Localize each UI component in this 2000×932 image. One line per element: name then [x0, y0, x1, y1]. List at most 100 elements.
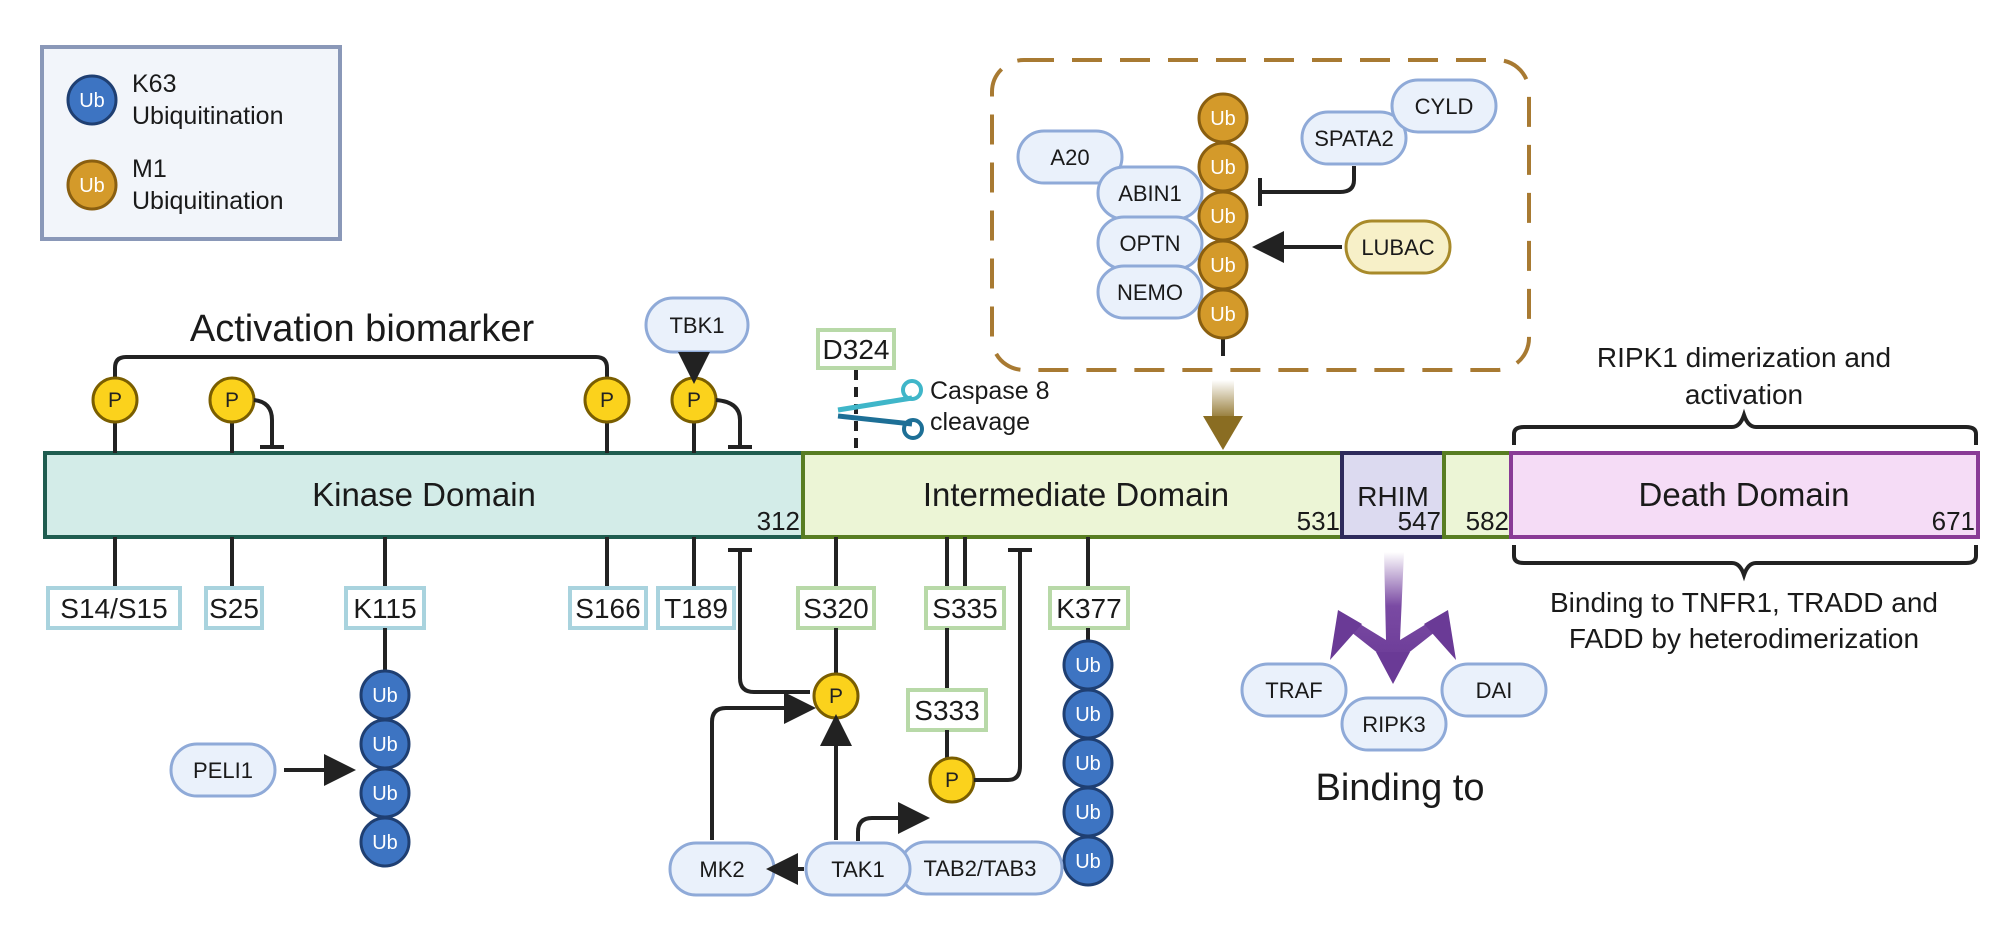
heterodimerization-label: Binding to TNFR1, TRADD and: [1550, 587, 1938, 618]
heterodimerization-label-2: FADD by heterodimerization: [1569, 623, 1919, 654]
kinase-domain: [43, 451, 805, 539]
legend-m1-symbol: Ub: [79, 175, 105, 197]
abin1-label: ABIN1: [1118, 181, 1182, 206]
scissors-icon: [837, 379, 924, 440]
ub-label: Ub: [1210, 157, 1236, 179]
ub-label: Ub: [372, 832, 398, 854]
activation-bracket: [113, 355, 609, 378]
death-domain: [1509, 451, 1980, 539]
ub-label: Ub: [1075, 851, 1101, 873]
domain-bar: Kinase Domain Intermediate Domain RHIM D…: [43, 451, 1980, 539]
s333-inhibition-line: [974, 552, 1022, 782]
dai-label: DAI: [1476, 678, 1513, 703]
a20-protein: [1016, 129, 1124, 185]
tab2-tab3-label: TAB2/TAB3: [924, 856, 1037, 881]
ub-label: Ub: [372, 734, 398, 756]
site-k377-label: K377: [1056, 593, 1121, 624]
rhim-binding-group: TRAF RIPK3 DAI Binding to: [1240, 552, 1548, 809]
dimerization-brace: [1512, 408, 1978, 445]
site-s166: [568, 586, 648, 630]
ub-label: Ub: [1210, 108, 1236, 130]
dai-protein: [1440, 662, 1548, 718]
legend-k63-label: K63: [132, 70, 176, 98]
dimerization-label: RIPK1 dimerization and: [1597, 342, 1891, 373]
boundary-582: 582: [1466, 506, 1509, 536]
traf-protein: [1240, 662, 1348, 718]
ub-label: Ub: [1210, 304, 1236, 326]
activation-biomarker-group: Activation biomarker P P P P TBK1: [91, 296, 752, 453]
bottom-sites: S14/S15 S25 K115 S166 T189 S320 S335 K37…: [46, 537, 1130, 897]
caspase-cleavage-group: D324 Caspase 8 cleavage: [816, 328, 1050, 453]
s320-inhibition-line: [738, 552, 810, 694]
peli1-protein: [169, 742, 277, 798]
boundary-531: 531: [1297, 506, 1340, 536]
site-s333: [906, 688, 988, 732]
gold-arrow-shaft: [1212, 380, 1234, 422]
m1-ubiquitin-complex-box: [990, 58, 1531, 372]
purple-arrow-head-right: [1424, 610, 1456, 660]
ub-label: Ub: [1075, 753, 1101, 775]
death-domain-notes: RIPK1 dimerization and activation Bindin…: [1512, 342, 1978, 654]
legend-m1-label: M1: [132, 155, 167, 183]
a20-label: A20: [1050, 145, 1089, 170]
site-s14-s15-label: S14/S15: [60, 593, 167, 624]
boundary-312: 312: [757, 506, 800, 536]
mk2-to-s320-arrow: [710, 692, 816, 840]
mk2-label: MK2: [699, 857, 744, 882]
purple-arrow-head-down: [1376, 652, 1410, 684]
tak1-protein: [804, 841, 912, 897]
activation-biomarker-label: Activation biomarker: [190, 308, 535, 350]
traf-label: TRAF: [1265, 678, 1322, 703]
caspase-label: Caspase 8: [930, 377, 1050, 405]
site-s14-s15: [46, 586, 182, 630]
site-s166-label: S166: [575, 593, 640, 624]
purple-branch-arrow: [1346, 552, 1440, 672]
lubac-label: LUBAC: [1361, 235, 1434, 260]
binding-to-label: Binding to: [1315, 767, 1484, 809]
boundary-547: 547: [1398, 506, 1441, 536]
cyld-label: CYLD: [1415, 94, 1474, 119]
kinase-domain-label: Kinase Domain: [312, 476, 536, 513]
spata2-inhibition-line: [1262, 166, 1356, 194]
legend: Ub K63 Ubiquitination Ub M1 Ubiquitinati…: [40, 45, 342, 241]
boundary-671: 671: [1932, 506, 1975, 536]
site-d324: [816, 328, 896, 370]
legend-k63-label-2: Ubiquitination: [132, 102, 284, 130]
tbk1-label: TBK1: [669, 313, 724, 338]
ub-label: Ub: [1075, 704, 1101, 726]
dimerization-label-2: activation: [1685, 379, 1803, 410]
legend-m1-label-2: Ubiquitination: [132, 187, 284, 215]
spata2-protein: [1300, 110, 1408, 166]
phospho-label: P: [225, 389, 239, 412]
rhim-domain: [1340, 451, 1446, 539]
site-s25: [204, 586, 264, 630]
ub-label: Ub: [1210, 255, 1236, 277]
tak1-to-s333-arrow: [856, 802, 930, 841]
intermediate-domain-label: Intermediate Domain: [923, 476, 1229, 513]
tak1-label: TAK1: [831, 857, 884, 882]
lubac-protein: [1344, 219, 1452, 275]
gold-arrow-head: [1203, 416, 1243, 450]
phospho-label: P: [687, 389, 701, 412]
ub-label: Ub: [1075, 802, 1101, 824]
optn-label: OPTN: [1119, 231, 1180, 256]
ub-label: Ub: [372, 685, 398, 707]
nemo-protein: [1096, 264, 1204, 320]
spata2-label: SPATA2: [1314, 126, 1393, 151]
ub-label: Ub: [1075, 655, 1101, 677]
nemo-label: NEMO: [1117, 280, 1183, 305]
caspase-label-2: cleavage: [930, 408, 1030, 436]
peli1-label: PELI1: [193, 758, 253, 783]
ripk3-label: RIPK3: [1362, 712, 1426, 737]
inhibition-line: [253, 398, 274, 445]
site-s335: [924, 586, 1006, 630]
legend-k63-symbol: Ub: [79, 90, 105, 112]
inhibition-line: [715, 398, 742, 445]
phospho-label: P: [945, 769, 959, 792]
site-k377: [1048, 586, 1130, 630]
site-t189-label: T189: [664, 593, 728, 624]
site-d324-label: D324: [823, 334, 890, 365]
cyld-protein: [1390, 78, 1498, 134]
rhim-domain-label: RHIM: [1357, 481, 1429, 512]
